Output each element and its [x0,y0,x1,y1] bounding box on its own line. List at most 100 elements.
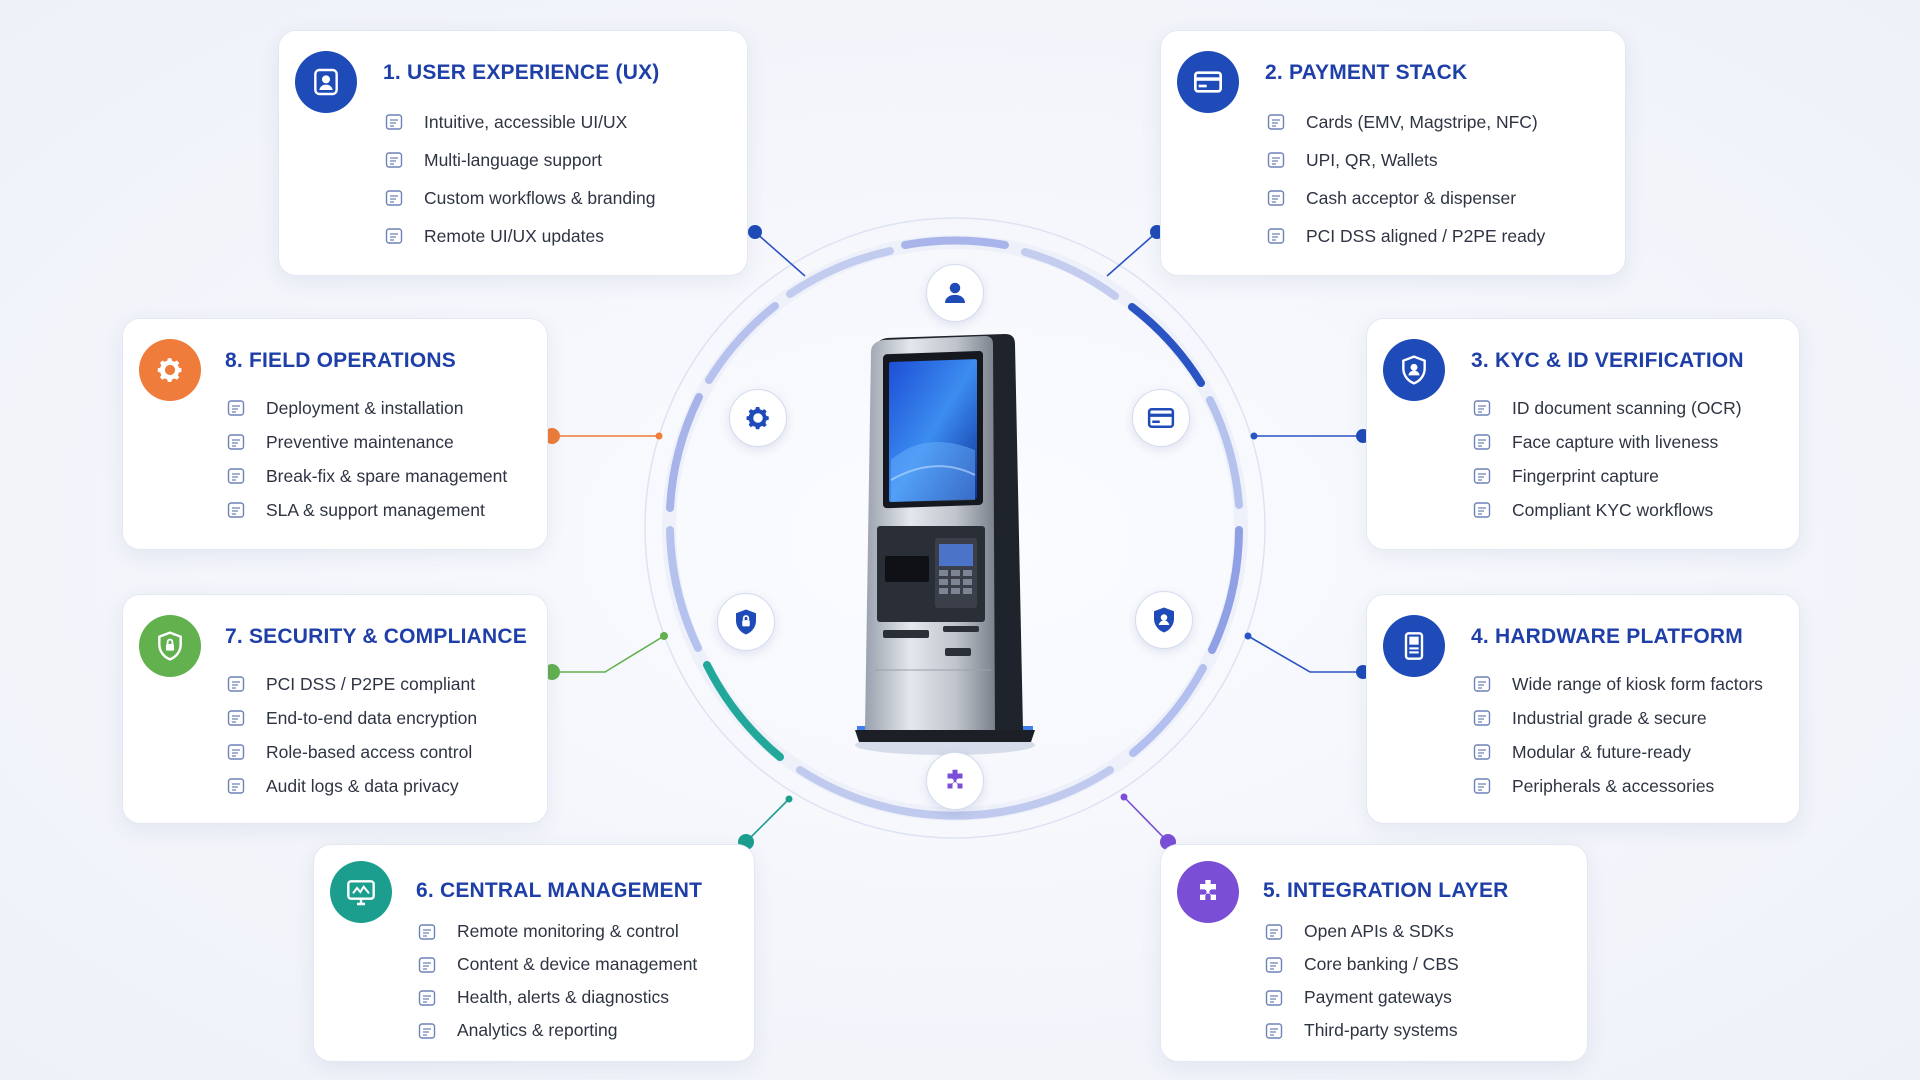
feature-item: ID document scanning (OCR) [1471,391,1742,425]
feature-label: Remote UI/UX updates [424,225,604,246]
feature-item: Remote UI/UX updates [383,217,655,255]
card-title: 8. FIELD OPERATIONS [225,349,456,372]
connector-dot-security-inner [660,632,668,640]
feature-item: Custom workflows & branding [383,179,655,217]
card-icon [1147,408,1175,428]
feature-item: Fingerprint capture [1471,459,1742,493]
arc-segment-bottom [796,766,1114,820]
card-icon-badge [330,861,392,923]
feature-label: Deployment & installation [266,397,464,418]
shield-user-icon [1402,355,1426,385]
deploy-icon [225,397,247,419]
api-icon [1263,921,1285,943]
card-title: 2. PAYMENT STACK [1265,61,1468,84]
feature-item: Break-fix & spare management [225,459,507,493]
connector-payment [1106,231,1158,277]
card-payment-stack[interactable]: 2. PAYMENT STACK Cards (EMV, Magstripe, … [1160,30,1626,276]
shield-lock-icon [736,609,756,635]
feature-item: PCI DSS / P2PE compliant [225,667,477,701]
card-icon-badge [295,51,357,113]
feature-item: Payment gateways [1263,981,1459,1014]
feature-label: Cards (EMV, Magstripe, NFC) [1306,111,1538,132]
connector-security [552,635,665,673]
connector-dot-kyc-inner [1250,432,1258,440]
card-icon-badge [1383,339,1445,401]
fingerprint-icon [1471,465,1493,487]
connector-integration [1123,796,1169,843]
face-capture-icon [1471,431,1493,453]
feature-item: Compliant KYC workflows [1471,493,1742,527]
card-hardware-platform[interactable]: 4. HARDWARE PLATFORM Wide range of kiosk… [1366,594,1800,824]
card-user-experience[interactable]: 1. USER EXPERIENCE (UX) Intuitive, acces… [278,30,748,276]
feature-label: Health, alerts & diagnostics [457,987,670,1007]
card-field-operations[interactable]: 8. FIELD OPERATIONS Deployment & install… [122,318,548,550]
kiosk-icon [1404,632,1424,660]
compliance-icon [225,673,247,695]
connector-dot-hardware-inner [1244,632,1252,640]
gear-icon [1471,775,1493,797]
ring-node-kyc[interactable] [1135,591,1193,649]
card-kyc-id-verification[interactable]: 3. KYC & ID VERIFICATION ID document sca… [1366,318,1800,550]
list-icon [383,111,405,133]
feature-label: UPI, QR, Wallets [1306,149,1438,170]
feature-item: Audit logs & data privacy [225,769,477,803]
feature-label: Intuitive, accessible UI/UX [424,111,628,132]
feature-item: Cards (EMV, Magstripe, NFC) [1265,103,1545,141]
shield-user-icon [1154,607,1174,633]
arc-segment-field [666,393,703,512]
ring-node-payment[interactable] [1132,389,1190,447]
arc-segment-ux-left [786,247,894,298]
feature-label: Cash acceptor & dispenser [1306,187,1517,208]
feature-item: Wide range of kiosk form factors [1471,667,1763,701]
analytics-icon [416,1020,438,1042]
monitor-icon [347,880,375,906]
card-security-compliance[interactable]: 7. SECURITY & COMPLIANCE PCI DSS / P2PE … [122,594,548,824]
feature-label: Preventive maintenance [266,431,454,452]
puzzle-icon [947,769,963,789]
cloud-icon [416,954,438,976]
ring-node-security[interactable] [717,593,775,651]
feature-label: Fingerprint capture [1512,465,1659,486]
feature-item: Open APIs & SDKs [1263,915,1459,948]
feature-item: Third-party systems [1263,1014,1459,1047]
feature-label: End-to-end data encryption [266,707,478,728]
feature-label: Open APIs & SDKs [1304,921,1454,941]
ring-node-field[interactable] [729,389,787,447]
feature-label: Wide range of kiosk form factors [1512,673,1763,694]
feature-item: Preventive maintenance [225,425,507,459]
card-central-management[interactable]: 6. CENTRAL MANAGEMENT Remote monitoring … [313,844,755,1062]
feature-item: SLA & support management [225,493,507,527]
gateway-icon [1263,987,1285,1009]
arc-segment-payment [1021,248,1119,300]
language-icon [383,149,405,171]
ring-node-integration[interactable] [926,752,984,810]
feature-label: Analytics & reporting [457,1020,618,1040]
puzzle-icon [1200,880,1216,900]
workflow-icon [383,187,405,209]
gear-icon [746,407,769,430]
card-icon-badge [139,615,201,677]
document-scan-icon [1471,397,1493,419]
health-icon [416,987,438,1009]
connector-dot-security [544,664,560,680]
feature-label: Remote monitoring & control [457,921,679,941]
user-icon [314,68,338,96]
ring-node-user[interactable] [926,264,984,322]
gear-shield-icon [1471,707,1493,729]
feature-item: Modular & future-ready [1471,735,1763,769]
connector-dot-field [544,428,560,444]
connector-dot-ux [748,225,762,239]
audit-icon [225,775,247,797]
support-icon [225,499,247,521]
feature-label: Break-fix & spare management [266,465,508,486]
feature-label: SLA & support management [266,499,485,520]
user-icon [945,282,965,303]
systems-icon [1263,1020,1285,1042]
connector-ux [754,231,806,277]
arc-segment-central [703,661,784,761]
